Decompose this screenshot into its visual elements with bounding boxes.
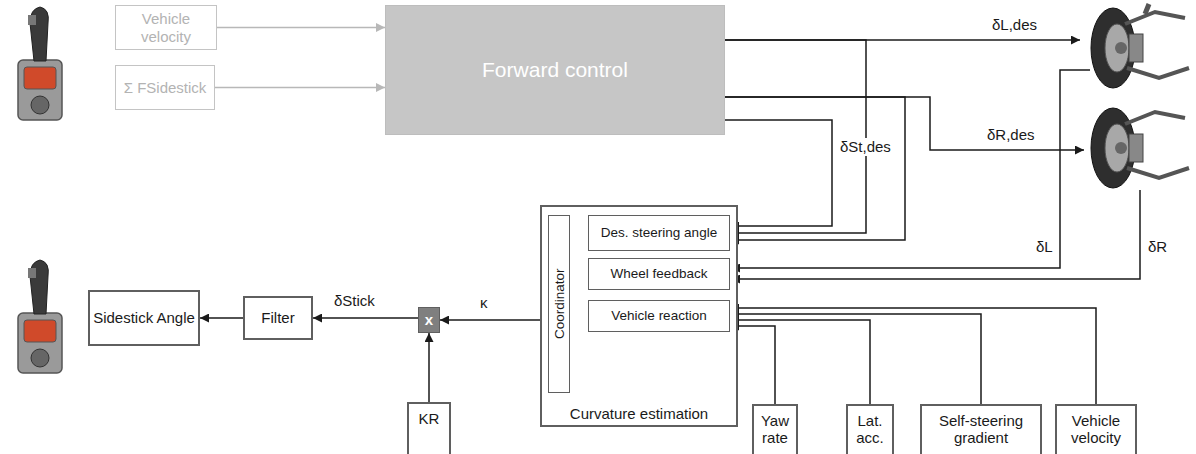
node-text: Wheel feedback	[611, 266, 708, 282]
edge-label: δSt,des	[838, 138, 893, 156]
signal-connector	[725, 97, 905, 240]
multiply-block: x	[418, 307, 440, 333]
signal-connector	[440, 319, 540, 321]
signal-label: δL,des	[990, 16, 1039, 34]
node-text: Coordinator	[551, 269, 567, 340]
process-box: Sidestick Angle	[88, 290, 200, 346]
edge-label: κ	[478, 294, 490, 312]
sidestick-illustration	[18, 260, 62, 373]
filter-box: Filter	[243, 296, 313, 340]
sidestick-illustration	[18, 7, 62, 120]
signal-connector	[217, 27, 385, 29]
input-box: Σ FSidestick	[115, 65, 215, 110]
control-block: Forward control	[385, 5, 725, 135]
signal-label: δL	[1034, 238, 1055, 256]
coordinator-box: Coordinator	[548, 215, 570, 393]
process-box: Des. steering angle	[588, 215, 730, 251]
signal-connector	[725, 40, 866, 233]
input-box: Lat. acc.	[846, 404, 894, 454]
input-box: Self-steering gradient	[920, 404, 1042, 454]
node-text: Curvature estimation	[570, 405, 708, 422]
process-box: Wheel feedback	[588, 258, 730, 290]
input-box: Vehicle velocity	[1055, 404, 1137, 454]
process-box: Vehicle reaction	[588, 300, 730, 332]
input-box: Vehicle velocity	[115, 5, 217, 50]
signal-label: δR,des	[985, 126, 1037, 144]
signal-connector	[730, 320, 870, 404]
gain-box: KR	[407, 402, 451, 454]
signal-wire	[731, 70, 1090, 268]
node-text: Lat. acc.	[851, 412, 889, 447]
node-text: Forward control	[482, 58, 628, 82]
node-text: Sidestick Angle	[93, 309, 195, 326]
node-text: Σ FSidestick	[124, 79, 207, 96]
signal-connector	[730, 314, 981, 404]
wheel-illustration	[1091, 108, 1189, 188]
signal-connector	[200, 317, 243, 319]
input-box: Yaw rate	[752, 404, 798, 454]
signal-label: δR	[1146, 238, 1169, 256]
node-text: Vehicle velocity	[1060, 412, 1132, 447]
signal-connector	[730, 308, 1096, 404]
signal-connector	[215, 87, 385, 89]
edge-label: δStick	[332, 292, 377, 310]
signal-connector	[428, 333, 430, 402]
node-text: Yaw rate	[757, 412, 793, 447]
signal-connector	[725, 120, 832, 226]
signal-connector	[313, 317, 418, 319]
wheel-illustration	[1091, 4, 1189, 88]
node-text: KR	[419, 410, 440, 427]
node-text: Self-steering gradient	[925, 412, 1037, 447]
node-text: Vehicle reaction	[611, 308, 706, 324]
node-text: Filter	[261, 309, 294, 326]
node-text: Vehicle velocity	[119, 10, 213, 45]
node-text: x	[425, 311, 433, 328]
node-text: Des. steering angle	[601, 225, 717, 241]
signal-wire	[731, 190, 1140, 279]
estimation-group: Curvature estimation Coordinator Des. stee…	[540, 205, 738, 427]
